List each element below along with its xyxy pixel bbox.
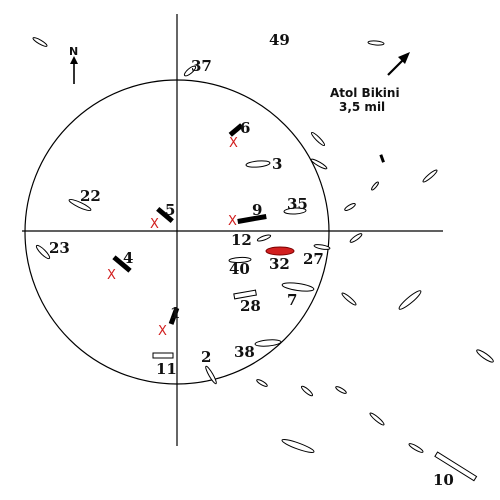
ship-shape: [233, 289, 257, 300]
ship-label-32: 32: [269, 255, 290, 273]
ship-shape: [476, 349, 494, 363]
ship-shape: [313, 244, 331, 250]
ship-label-22: 22: [80, 187, 101, 205]
explosion-mark: X: [228, 214, 237, 229]
ship-shape: [281, 439, 315, 453]
ship-shape: [379, 154, 385, 163]
ship-label-35: 35: [287, 195, 308, 213]
ship-shape: [310, 158, 328, 170]
ship-shape: [281, 282, 315, 292]
explosion-mark: X: [158, 324, 167, 339]
ship-shape: [422, 169, 438, 183]
ship-label-12: 12: [231, 231, 252, 249]
ship-shape: [349, 233, 363, 243]
atoll-distance-label: 3,5 mil: [339, 100, 385, 114]
explosion-mark: X: [229, 136, 238, 151]
ship-shape: [300, 385, 314, 397]
ship-label-3: 3: [272, 155, 282, 173]
ship-label-40: 40: [229, 260, 250, 278]
highlighted-ship-32: [265, 246, 295, 256]
ship-shape: [68, 198, 92, 212]
bikini-atoll-arrow: [387, 52, 410, 76]
north-label: N: [69, 45, 78, 58]
ship-label-49: 49: [269, 31, 290, 49]
ship-label-11: 11: [156, 360, 177, 378]
ship-shape: [310, 131, 326, 147]
ship-label-37: 37: [191, 57, 212, 75]
ship-shape: [254, 339, 282, 347]
ship-label-4: 4: [123, 249, 133, 267]
ship-shape: [398, 290, 422, 310]
sunk-ship-shape: [156, 206, 174, 224]
ship-shape: [32, 37, 48, 47]
ship-label-38: 38: [234, 343, 255, 361]
ship-label-5: 5: [165, 201, 175, 219]
ship-shape: [344, 203, 356, 211]
sunk-ship-shape: [168, 307, 180, 325]
ship-shape: [341, 292, 357, 306]
ship-label-2: 2: [201, 348, 211, 366]
ship-labels: 49 37 6 3 22 5 9 35 12 23 40 32 27 4 28 …: [49, 31, 454, 489]
explosion-mark: X: [150, 217, 159, 232]
ship-shape: [335, 386, 347, 394]
ship-shape: [371, 181, 379, 191]
ship-shape: [152, 352, 174, 359]
sunk-ship-shape: [237, 214, 267, 224]
ship-shape: [369, 412, 385, 426]
ship-shape: [283, 207, 307, 215]
ship-label-9: 9: [252, 201, 262, 219]
sunk-ship-shape: [112, 255, 132, 273]
atoll-name-label: Atol Bikini: [330, 86, 400, 100]
north-arrow: N: [69, 45, 78, 84]
ship-shape: [205, 365, 217, 385]
ship-label-27: 27: [303, 250, 324, 268]
explosion-mark: X: [107, 268, 116, 283]
ship-label-1: 1: [170, 304, 180, 322]
sunk-ship-shape: [228, 123, 244, 137]
ship-shape: [256, 234, 272, 242]
ship-shape: [245, 160, 271, 168]
ship-shape: [183, 65, 197, 77]
ship-shape: [434, 451, 478, 482]
ship-label-6: 6: [240, 119, 250, 137]
ship-label-10: 10: [433, 471, 454, 489]
ship-shape: [367, 40, 385, 46]
ship-label-7: 7: [287, 291, 297, 309]
ship-shape: [228, 256, 252, 264]
explosion-marks: X X X X X: [107, 136, 238, 339]
ship-label-28: 28: [240, 297, 261, 315]
ship-silhouettes: [32, 37, 494, 482]
ship-shape: [256, 379, 268, 387]
ship-shape: [408, 443, 424, 453]
ship-label-23: 23: [49, 239, 70, 257]
ship-shape: [35, 244, 51, 260]
